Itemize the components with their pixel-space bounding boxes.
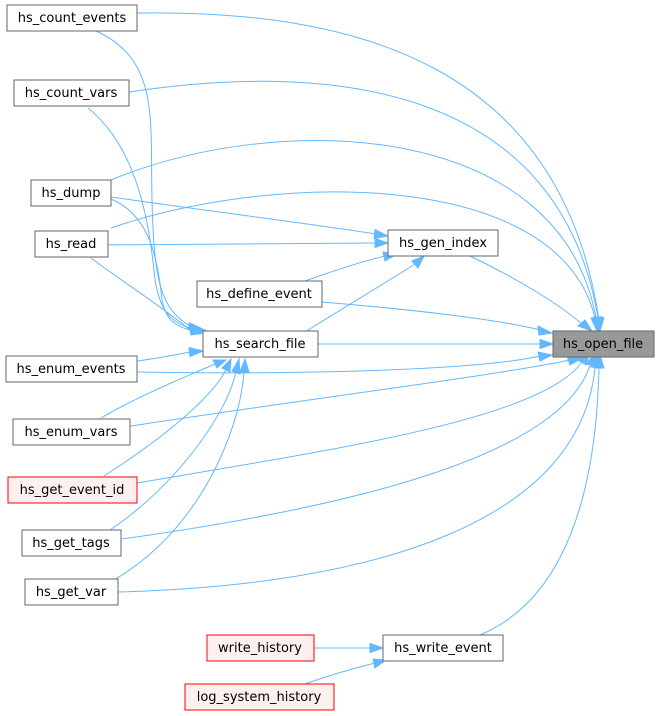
svg-text:log_system_history: log_system_history (197, 690, 322, 705)
svg-text:hs_get_tags: hs_get_tags (32, 536, 110, 551)
svg-text:hs_define_event: hs_define_event (206, 287, 312, 302)
svg-text:hs_write_event: hs_write_event (394, 641, 492, 656)
edge-define-event-open-file (320, 301, 554, 336)
edge-dump-open-file-a (110, 140, 602, 333)
node-hs-count-events[interactable]: hs_count_events (6, 4, 138, 32)
node-hs-dump[interactable]: hs_dump (30, 179, 112, 207)
svg-text:hs_enum_vars: hs_enum_vars (25, 425, 118, 440)
edge-read-search-file (90, 257, 202, 335)
edge-read-gen-index (96, 237, 390, 249)
edge-write-history-write-event (314, 642, 385, 654)
svg-text:hs_count_events: hs_count_events (18, 11, 127, 26)
node-hs-read[interactable]: hs_read (34, 230, 109, 258)
node-hs-search-file[interactable]: hs_search_file (202, 330, 319, 358)
edge-get-event-id-search-file (103, 357, 232, 477)
edge-count-vars-search-file (87, 107, 205, 334)
node-hs-count-vars[interactable]: hs_count_vars (13, 79, 130, 107)
node-hs-enum-vars[interactable]: hs_enum_vars (12, 418, 131, 446)
node-hs-get-tags[interactable]: hs_get_tags (21, 529, 122, 557)
edge-get-event-id-open-file (136, 350, 591, 484)
edge-search-file-open-file (318, 338, 555, 350)
edge-enum-events-open-file (136, 351, 554, 374)
edge-get-tags-search-file (109, 357, 241, 531)
node-hs-open-file[interactable]: hs_open_file (552, 330, 655, 358)
svg-text:hs_open_file: hs_open_file (563, 337, 643, 352)
node-log-system-history[interactable]: log_system_history (184, 683, 335, 711)
node-hs-enum-events[interactable]: hs_enum_events (5, 355, 138, 383)
edge-write-event-open-file (479, 353, 605, 636)
node-write-history[interactable]: write_history (206, 634, 315, 662)
svg-text:write_history: write_history (218, 641, 302, 656)
node-hs-get-event-id[interactable]: hs_get_event_id (7, 476, 138, 504)
edge-enum-vars-open-file (130, 355, 584, 427)
svg-text:hs_get_var: hs_get_var (36, 585, 107, 600)
node-hs-get-var[interactable]: hs_get_var (24, 578, 119, 606)
svg-text:hs_gen_index: hs_gen_index (399, 236, 487, 251)
svg-text:hs_read: hs_read (46, 237, 97, 252)
node-hs-gen-index[interactable]: hs_gen_index (387, 229, 499, 257)
edge-dump-gen-index (110, 196, 390, 240)
edge-define-event-gen-index (304, 251, 399, 282)
edge-log-system-history-write-event (304, 658, 388, 685)
node-hs-define-event[interactable]: hs_define_event (196, 280, 323, 308)
edge-enum-vars-search-file (100, 359, 228, 419)
edge-dump-search-file (110, 198, 205, 336)
edge-get-tags-open-file (121, 351, 596, 540)
svg-text:hs_count_vars: hs_count_vars (25, 86, 118, 101)
edge-search-file-gen-index (304, 255, 426, 333)
node-hs-write-event[interactable]: hs_write_event (382, 634, 504, 662)
edge-count-events-search-file (95, 30, 207, 332)
edge-gen-index-open-file (469, 255, 594, 332)
edge-read-open-file-a (110, 191, 601, 333)
svg-text:hs_dump: hs_dump (42, 186, 101, 201)
svg-text:hs_search_file: hs_search_file (215, 337, 306, 352)
svg-text:hs_enum_events: hs_enum_events (17, 362, 126, 377)
edge-enum-events-search-file (136, 346, 205, 362)
svg-text:hs_get_event_id: hs_get_event_id (20, 483, 125, 498)
edge-get-var-search-file (113, 357, 250, 581)
